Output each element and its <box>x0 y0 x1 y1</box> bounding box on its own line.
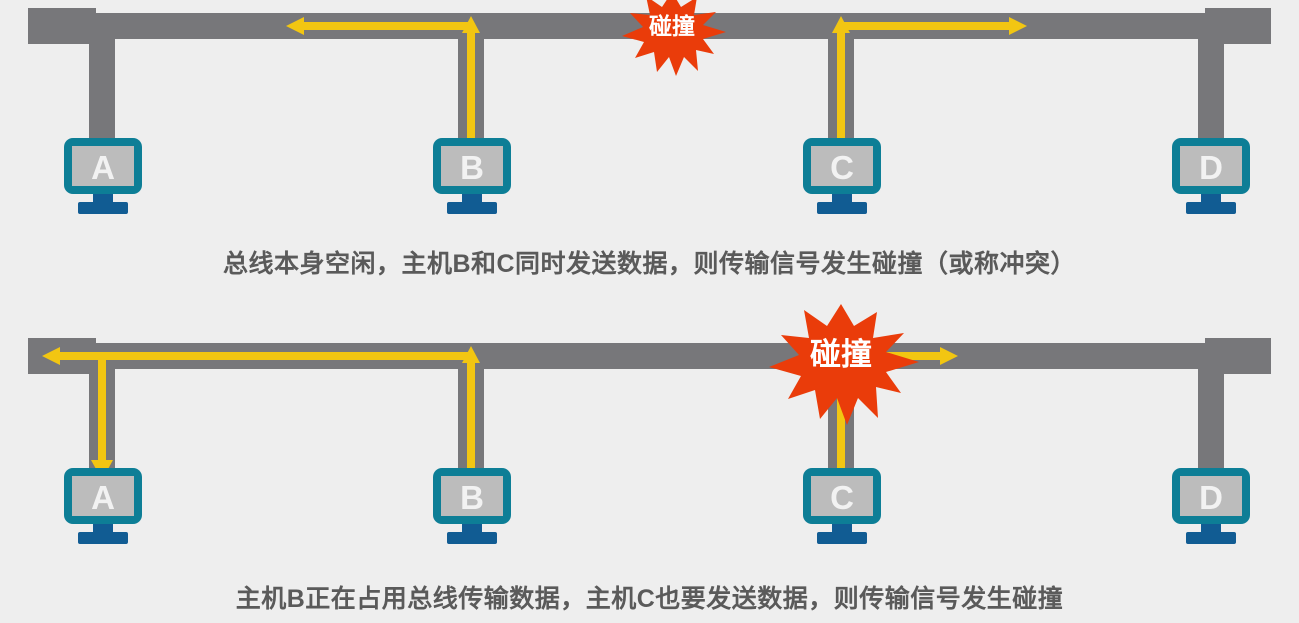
host-label: C <box>830 149 854 186</box>
host-label: C <box>830 479 854 516</box>
host-c[interactable]: C <box>803 138 881 214</box>
collision-burst: 碰撞 <box>622 0 726 76</box>
signal-path-b <box>286 16 480 150</box>
host-label: B <box>460 149 484 186</box>
host-a[interactable]: A <box>64 138 142 214</box>
host-b[interactable]: B <box>433 138 511 214</box>
diagram-bottom-canvas: 碰撞 A B C <box>28 304 1271 544</box>
diagram-bottom: 碰撞 A B C <box>0 290 1299 573</box>
host-label: B <box>460 479 484 516</box>
drop-line-a <box>89 33 115 148</box>
collision-burst: 碰撞 <box>769 304 919 425</box>
caption-top-text: 总线本身空闲，主机B和C同时发送数据，则传输信号发生碰撞（或称冲突） <box>222 250 1077 278</box>
host-label: D <box>1199 479 1223 516</box>
host-label: A <box>91 479 115 516</box>
caption-bottom-text: 主机B正在占用总线传输数据，主机C也要发送数据，则传输信号发生碰撞 <box>235 585 1064 613</box>
signal-path-c <box>832 16 1027 150</box>
diagram-top-canvas: 碰撞 A B C <box>28 0 1271 214</box>
drop-line-d <box>1198 33 1224 148</box>
host-b[interactable]: B <box>433 468 511 544</box>
host-c[interactable]: C <box>803 468 881 544</box>
host-d[interactable]: D <box>1172 468 1250 544</box>
drop-line-d <box>1198 363 1224 478</box>
caption-top-container: 总线本身空闲，主机B和C同时发送数据，则传输信号发生碰撞（或称冲突） <box>0 232 1299 290</box>
collision-label: 碰撞 <box>810 337 872 372</box>
caption-bottom-container: 主机B正在占用总线传输数据，主机C也要发送数据，则传输信号发生碰撞 <box>0 573 1299 623</box>
diagram-top: 碰撞 A B C <box>0 0 1299 232</box>
signal-path-b <box>42 346 480 480</box>
host-label: D <box>1199 149 1223 186</box>
host-d[interactable]: D <box>1172 138 1250 214</box>
collision-label: 碰撞 <box>649 13 695 39</box>
host-label: A <box>91 149 115 186</box>
host-a[interactable]: A <box>64 468 142 544</box>
bus-terminator-left <box>28 8 96 44</box>
